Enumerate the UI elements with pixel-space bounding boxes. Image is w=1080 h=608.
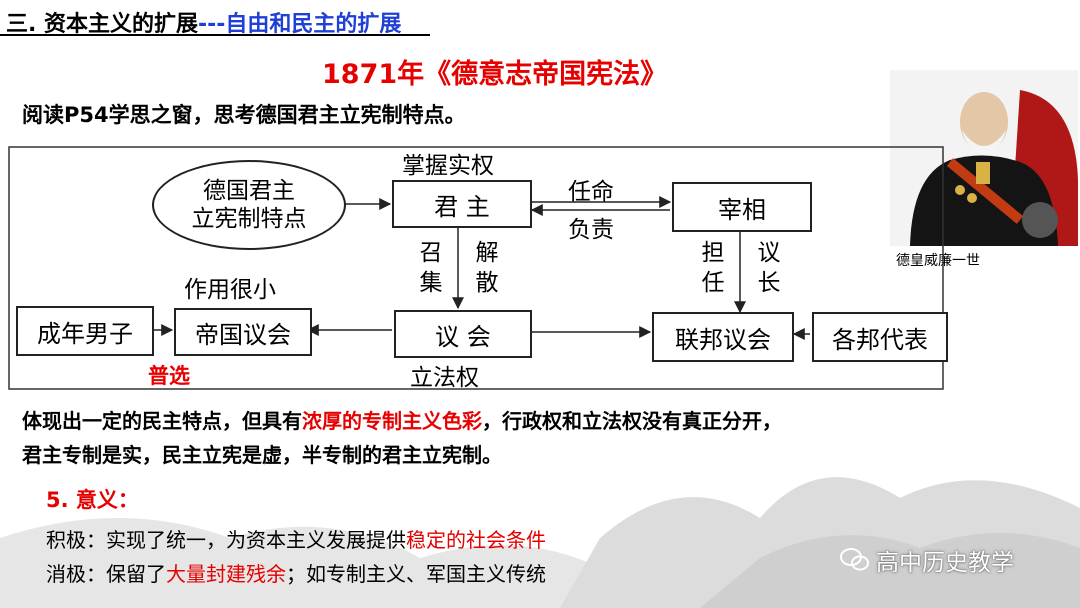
ellipse-line-2: 立宪制特点 bbox=[192, 205, 307, 233]
section-title-main: 三. 资本主义的扩展 bbox=[6, 12, 198, 37]
constitution-diagram: 德国君主 立宪制特点 君 主 宰相 议 会 帝国议会 成年男子 联邦议会 各邦代… bbox=[8, 146, 944, 390]
chat-bubble-icon bbox=[840, 547, 870, 573]
label-legislative-power: 立法权 bbox=[410, 358, 479, 392]
meaning-negative: 消极：保留了大量封建残余；如专制主义、军国主义传统 bbox=[46, 558, 546, 587]
document-title: 1871年《德意志帝国宪法》 bbox=[322, 52, 667, 91]
reichstag-box: 帝国议会 bbox=[174, 308, 312, 356]
federal-council-box: 联邦议会 bbox=[652, 312, 794, 362]
summary-text: 体现出一定的民主特点，但具有浓厚的专制主义色彩，行政权和立法权没有真正分开， 君… bbox=[22, 404, 782, 472]
section-title: 三. 资本主义的扩展---自由和民主的扩展 bbox=[6, 6, 401, 38]
adult-men-box: 成年男子 bbox=[16, 306, 154, 356]
label-dissolve: 解散 bbox=[474, 238, 500, 298]
label-serve: 担任 bbox=[700, 238, 726, 298]
instruction-text: 阅读P54学思之窗，思考德国君主立宪制特点。 bbox=[22, 99, 466, 129]
negative-highlight: 大量封建残余 bbox=[166, 562, 286, 586]
label-chair: 议长 bbox=[756, 238, 782, 298]
label-appoint: 任命 bbox=[568, 172, 614, 206]
chancellor-box: 宰相 bbox=[672, 182, 812, 232]
label-little-effect: 作用很小 bbox=[184, 270, 276, 304]
label-universal-suffrage: 普选 bbox=[148, 360, 190, 390]
state-reps-box: 各邦代表 bbox=[812, 312, 948, 362]
summary-line-1: 体现出一定的民主特点，但具有浓厚的专制主义色彩，行政权和立法权没有真正分开， bbox=[22, 404, 782, 438]
label-real-power: 掌握实权 bbox=[402, 146, 494, 180]
summary-highlight: 浓厚的专制主义色彩 bbox=[302, 409, 482, 433]
watermark-text: 高中历史教学 bbox=[876, 543, 1014, 577]
label-summon: 召集 bbox=[418, 238, 444, 298]
summary-line-2: 君主专制是实，民主立宪是虚，半专制的君主立宪制。 bbox=[22, 438, 782, 472]
watermark: 高中历史教学 bbox=[840, 543, 1014, 577]
section-title-sub: ---自由和民主的扩展 bbox=[198, 12, 401, 37]
monarch-box: 君 主 bbox=[392, 180, 532, 228]
parliament-box: 议 会 bbox=[394, 310, 532, 358]
label-responsible: 负责 bbox=[568, 210, 614, 244]
meaning-positive: 积极：实现了统一，为资本主义发展提供稳定的社会条件 bbox=[46, 524, 546, 553]
feature-ellipse: 德国君主 立宪制特点 bbox=[152, 160, 346, 250]
ellipse-line-1: 德国君主 bbox=[203, 177, 295, 205]
meaning-title: 5. 意义： bbox=[46, 484, 139, 514]
positive-highlight: 稳定的社会条件 bbox=[406, 528, 546, 552]
